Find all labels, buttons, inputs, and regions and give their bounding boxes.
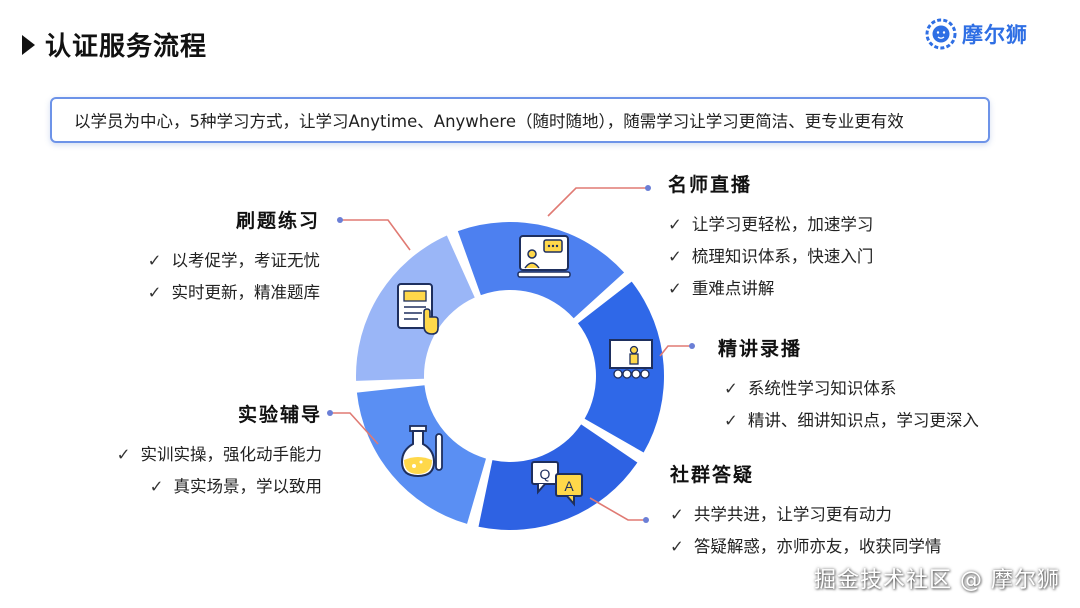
check-icon: ✓	[668, 279, 682, 298]
check-icon: ✓	[147, 283, 162, 302]
check-icon: ✓	[668, 215, 682, 234]
check-icon: ✓	[147, 251, 162, 270]
connector-lab-dot	[327, 410, 333, 416]
check-icon: ✓	[724, 379, 738, 398]
lecture-screen-icon	[609, 339, 653, 379]
section-community: 社群答疑 ✓共学共进，让学习更有动力 ✓答疑解惑，亦师亦友，收获同学情	[670, 460, 941, 563]
list-item: ✓以考促学，考证无忧	[147, 251, 320, 270]
check-icon: ✓	[668, 247, 682, 266]
section-title-recorded: 精讲录播	[718, 338, 803, 360]
section-practice: 刷题练习 ✓以考促学，考证无忧 ✓实时更新，精准题库	[148, 206, 320, 309]
connector-community	[589, 497, 646, 521]
page-title: 认证服务流程	[45, 32, 208, 62]
watermark: 掘金技术社区 @ 摩尔狮	[814, 568, 1060, 593]
section-title-community: 社群答疑	[670, 464, 755, 486]
connector-live-dot	[645, 185, 651, 191]
title-block: 认证服务流程	[22, 26, 207, 63]
check-icon: ✓	[724, 411, 738, 430]
section-live: 名师直播 ✓让学习更轻松，加速学习 ✓梳理知识体系，快速入门 ✓重难点讲解	[668, 170, 873, 305]
connector-live	[547, 187, 648, 217]
list-item: ✓真实场景，学以致用	[149, 477, 322, 496]
connector-recorded-dot	[689, 343, 695, 349]
section-title-practice: 刷题练习	[235, 210, 320, 232]
brand-logo: 摩尔狮	[924, 17, 1028, 51]
section-title-lab: 实验辅导	[237, 404, 322, 426]
list-item: ✓梳理知识体系，快速入门	[668, 247, 874, 266]
section-recorded: 精讲录播 ✓系统性学习知识体系 ✓精讲、细讲知识点，学习更深入	[718, 334, 979, 437]
connector-practice-dot	[337, 217, 343, 223]
live-teacher-icon	[517, 235, 571, 278]
section-title-live: 名师直播	[668, 174, 753, 196]
svg-text:A: A	[564, 478, 574, 494]
list-item: ✓精讲、细讲知识点，学习更深入	[724, 411, 979, 430]
lion-logo-icon	[925, 18, 957, 50]
connector-lab	[330, 412, 379, 445]
lab-flask-icon	[400, 425, 443, 478]
connector-recorded	[659, 345, 692, 357]
check-icon: ✓	[670, 537, 684, 556]
check-icon: ✓	[670, 505, 684, 524]
title-marker-icon	[22, 34, 35, 55]
list-item: ✓答疑解惑，亦师亦友，收获同学情	[670, 537, 942, 556]
connector-community-dot	[643, 517, 649, 523]
banner-text: 以学员为中心，5种学习方式，让学习Anytime、Anywhere（随时随地），…	[74, 112, 904, 131]
qa-chat-icon: Q A	[531, 461, 583, 507]
check-icon: ✓	[149, 477, 164, 496]
list-item: ✓让学习更轻松，加速学习	[668, 215, 874, 234]
list-item: ✓实训实操，强化动手能力	[116, 445, 322, 464]
list-item: ✓实时更新，精准题库	[147, 283, 320, 302]
list-item: ✓系统性学习知识体系	[724, 379, 897, 398]
svg-text:Q: Q	[540, 466, 551, 482]
intro-banner: 以学员为中心，5种学习方式，让学习Anytime、Anywhere（随时随地），…	[50, 97, 990, 143]
check-icon: ✓	[116, 445, 131, 464]
section-lab: 实验辅导 ✓实训实操，强化动手能力 ✓真实场景，学以致用	[117, 400, 322, 503]
list-item: ✓重难点讲解	[668, 279, 775, 298]
logo-text: 摩尔狮	[962, 23, 1028, 47]
connector-practice	[340, 219, 411, 251]
list-item: ✓共学共进，让学习更有动力	[670, 505, 892, 524]
exam-paper-icon	[397, 283, 439, 335]
